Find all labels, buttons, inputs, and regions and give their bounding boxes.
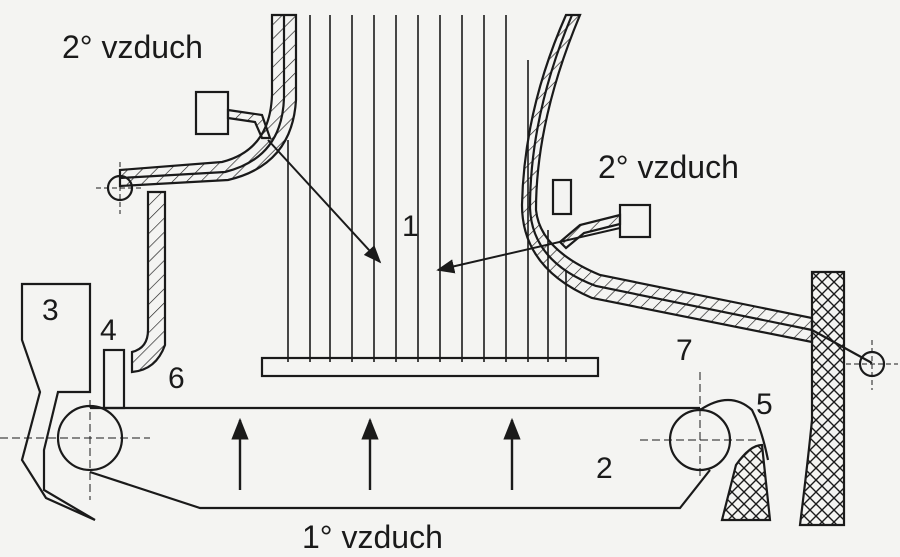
- hinge-left: [96, 162, 144, 214]
- label-3: 3: [42, 294, 59, 327]
- label-2: 2: [596, 452, 613, 485]
- label-4: 4: [100, 314, 117, 347]
- refractory-wall: [798, 270, 846, 527]
- primary-air-arrows: [231, 417, 521, 490]
- label-primary-air: 1° vzduch: [302, 519, 443, 555]
- label-1: 1: [402, 210, 419, 243]
- fuel-hopper: [20, 282, 96, 522]
- label-secondary-air-left: 2° vzduch: [62, 29, 203, 65]
- label-7: 7: [676, 334, 693, 367]
- ash-discharge: [699, 398, 772, 522]
- feed-gate: [102, 348, 126, 410]
- hinge-right: [846, 340, 898, 390]
- tube-bundle: [287, 15, 567, 362]
- travelling-grate: [0, 372, 760, 510]
- label-6: 6: [168, 362, 185, 395]
- right-air-nozzle: [436, 178, 652, 274]
- label-secondary-air-right: 2° vzduch: [598, 149, 739, 185]
- collector-plate: [260, 356, 600, 378]
- left-water-wall: [118, 13, 298, 374]
- label-5: 5: [756, 388, 773, 421]
- left-air-nozzle: [194, 90, 382, 264]
